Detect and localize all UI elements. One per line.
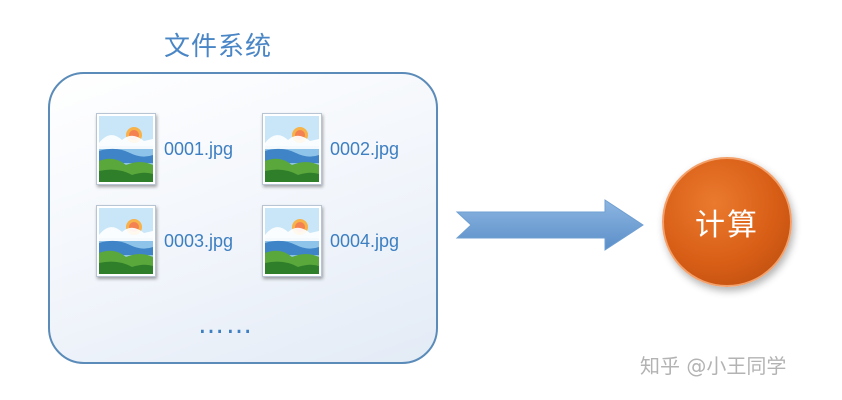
compute-node: 计算 [662, 157, 792, 287]
image-file-icon [262, 113, 322, 185]
filesystem-box: 0001.jpg 0002.jpg 0003.jpg 0004.jpg [48, 72, 438, 364]
flow-arrow [455, 199, 644, 251]
file-item-0003[interactable]: 0003.jpg [96, 205, 233, 277]
image-file-icon [96, 205, 156, 277]
file-item-0002[interactable]: 0002.jpg [262, 113, 399, 185]
compute-label: 计算 [695, 208, 759, 243]
filesystem-title: 文件系统 [164, 32, 273, 62]
file-name: 0004.jpg [330, 230, 400, 251]
watermark: 知乎 @小王同学 [640, 354, 787, 378]
file-name: 0002.jpg [330, 138, 400, 159]
file-name: 0003.jpg [164, 230, 234, 251]
file-name: 0001.jpg [164, 138, 234, 159]
image-file-icon [96, 113, 156, 185]
image-file-icon [262, 205, 322, 277]
file-item-0001[interactable]: 0001.jpg [96, 113, 233, 185]
more-files-ellipsis: …… [198, 310, 254, 340]
file-item-0004[interactable]: 0004.jpg [262, 205, 399, 277]
